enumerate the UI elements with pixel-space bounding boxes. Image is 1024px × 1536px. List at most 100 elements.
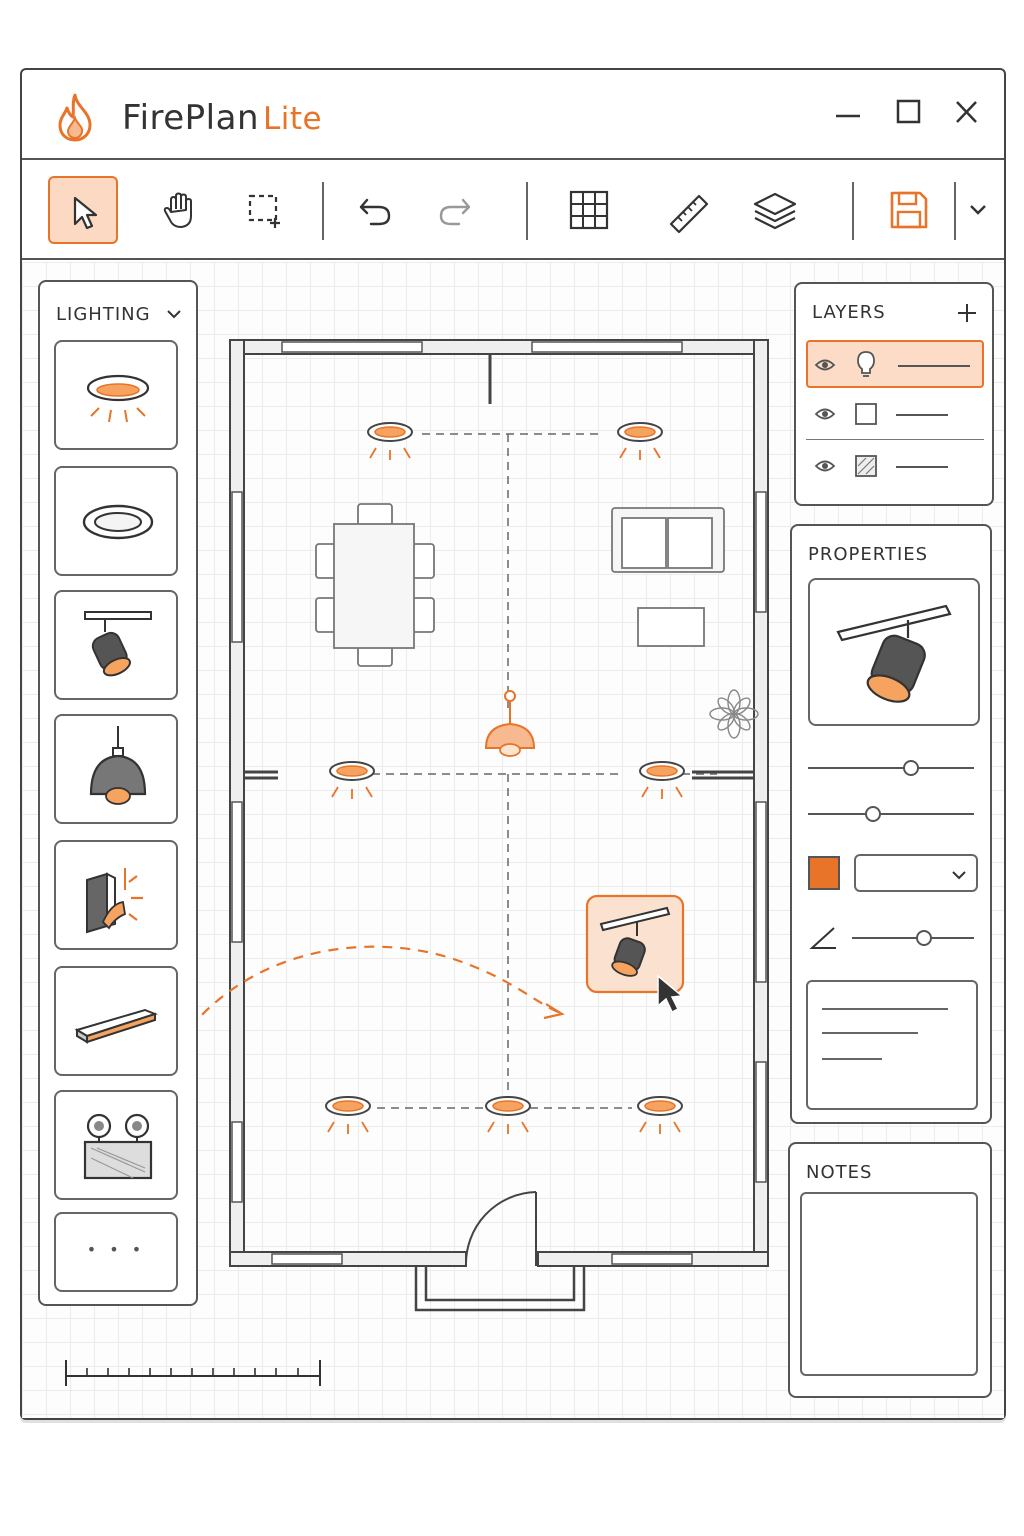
flame-icon (58, 93, 92, 142)
recessed-downlight-icon[interactable] (617, 422, 663, 460)
marquee-tool-button[interactable] (230, 176, 300, 244)
library-item-linear-fixture[interactable] (54, 966, 178, 1076)
description-textbox[interactable] (806, 980, 978, 1110)
save-button[interactable] (874, 176, 944, 244)
library-item-flush-ceiling-light[interactable] (54, 466, 178, 576)
slider-track (808, 813, 974, 815)
downlight-fixtures[interactable] (325, 422, 685, 1134)
interior-walls (244, 354, 754, 780)
toolbar-separator (852, 182, 854, 240)
angle-icon (809, 927, 836, 949)
eye-icon[interactable] (814, 354, 836, 376)
flush-ceiling-light-icon (82, 504, 154, 540)
pendant-light-icon (89, 726, 147, 805)
lightbulb-icon (857, 351, 875, 377)
layer-row-walls[interactable] (806, 390, 984, 440)
grid-toggle-button[interactable] (554, 176, 624, 244)
library-item-track-spotlight[interactable] (54, 590, 178, 700)
angle-slider[interactable] (852, 926, 974, 950)
toolbar-separator (526, 182, 528, 240)
chevron-down-icon (952, 871, 966, 880)
recessed-downlight-icon[interactable] (367, 422, 413, 460)
recessed-downlight-icon[interactable] (325, 1096, 371, 1134)
drag-path (189, 945, 565, 1029)
windows (231, 341, 767, 1265)
eye-icon[interactable] (814, 455, 836, 477)
slider-knob[interactable] (903, 760, 919, 776)
track-spotlight-icon (84, 611, 152, 677)
lighting-panel-title: LIGHTING (56, 304, 151, 325)
library-item-recessed-downlight[interactable] (54, 340, 178, 450)
chevron-down-icon (970, 205, 986, 215)
linear-fixture-icon (74, 1008, 158, 1044)
text-line (822, 1058, 882, 1060)
exterior-walls (229, 339, 769, 1267)
selected-track-spotlight[interactable] (585, 894, 685, 994)
color-swatch[interactable] (808, 856, 840, 890)
cursor-arrow-icon (73, 196, 98, 230)
slider-knob[interactable] (865, 806, 881, 822)
grid-icon (569, 190, 609, 230)
library-item-more[interactable]: • • • (54, 1212, 178, 1292)
plant-icon (709, 689, 759, 739)
slider-track (852, 937, 974, 939)
notes-panel: NOTES (788, 1142, 992, 1398)
notes-textarea[interactable] (800, 1192, 978, 1376)
recessed-downlight-icon[interactable] (485, 1096, 531, 1134)
close-button[interactable] (946, 92, 986, 132)
mouse-pointer-icon (657, 974, 684, 1014)
recessed-downlight-icon (86, 374, 150, 423)
color-dropdown[interactable] (854, 854, 978, 892)
floor-plan[interactable] (212, 322, 792, 1322)
library-item-pendant-light[interactable] (54, 714, 178, 824)
fixture-preview (808, 578, 980, 726)
slider-track (808, 767, 974, 769)
save-icon (890, 191, 928, 229)
maximize-button[interactable] (888, 92, 928, 132)
library-item-wall-sconce[interactable] (54, 840, 178, 950)
layer-row-floor[interactable] (806, 442, 984, 492)
pendant-light-icon[interactable] (484, 690, 536, 757)
entry-door (464, 1191, 537, 1267)
minimize-icon (836, 114, 860, 118)
redo-icon (439, 198, 471, 226)
eye-icon[interactable] (814, 403, 836, 425)
beam-width-slider[interactable] (808, 802, 974, 826)
recessed-downlight-icon[interactable] (329, 761, 375, 799)
pan-tool-button[interactable] (144, 176, 214, 244)
recessed-downlight-icon[interactable] (639, 761, 685, 799)
sofa (611, 507, 725, 573)
marquee-select-icon (248, 194, 280, 228)
close-icon (956, 101, 977, 123)
select-tool-button[interactable] (48, 176, 118, 244)
layers-toggle-button[interactable] (736, 176, 806, 244)
properties-panel: PROPERTIES (790, 524, 992, 1124)
circuit-wiring (372, 433, 717, 1109)
entry-porch (414, 1266, 586, 1312)
square-outline-icon (855, 403, 877, 425)
measure-tool-button[interactable] (652, 176, 722, 244)
layer-row-lighting[interactable] (806, 340, 984, 388)
undo-button[interactable] (340, 176, 410, 244)
ruler-icon (669, 194, 709, 234)
add-layer-icon[interactable] (956, 302, 978, 324)
coffee-table (637, 607, 705, 647)
properties-panel-title: PROPERTIES (808, 544, 929, 565)
layers-icon (753, 192, 797, 230)
slider-knob[interactable] (916, 930, 932, 946)
library-item-emergency-light[interactable] (54, 1090, 178, 1200)
minimize-button[interactable] (828, 92, 868, 132)
hatched-square-icon (855, 455, 877, 477)
chevron-down-icon[interactable] (164, 304, 184, 324)
scale-bar (65, 1360, 321, 1386)
save-options-dropdown[interactable] (962, 176, 994, 244)
text-line (822, 1008, 948, 1010)
more-icon: • • • (86, 1240, 146, 1259)
undo-icon (359, 198, 391, 226)
intensity-slider[interactable] (808, 756, 974, 780)
recessed-downlight-icon[interactable] (637, 1096, 683, 1134)
drawing-canvas[interactable]: LIGHTING • • • (22, 262, 1004, 1418)
emergency-light-icon (83, 1113, 153, 1180)
redo-button[interactable] (420, 176, 490, 244)
